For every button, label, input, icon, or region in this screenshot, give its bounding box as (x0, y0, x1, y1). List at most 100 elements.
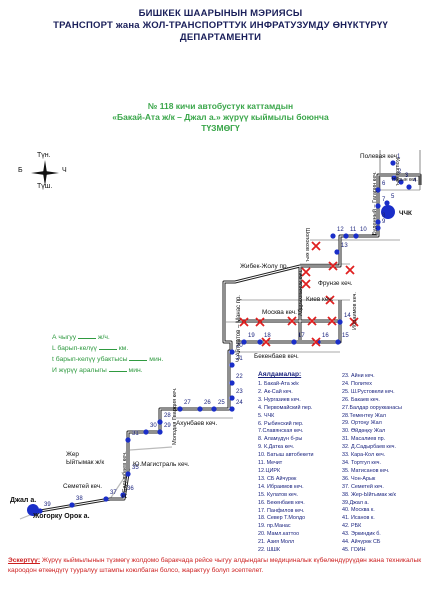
legend-item: 44. Айчүрөк СБ (342, 539, 381, 546)
stop-number: 19 (248, 333, 255, 339)
road-shopokov: Шопоков кеч. (304, 228, 310, 263)
stop-marker (125, 437, 131, 443)
stop-marker (337, 319, 343, 325)
legend-item: 28.Тементеу Жал (342, 412, 386, 419)
legend-item: 24. Политех (342, 380, 372, 387)
legend-item: 29. Ортоңу Жал (342, 420, 382, 427)
stop-number: 26 (204, 400, 211, 406)
road-aitmatov: Ч.Айтматов – Манас пр. (236, 295, 242, 362)
stop-number: 6 (382, 181, 386, 187)
closure-cross-icon (311, 241, 321, 251)
legend-item: 39.Джал а. (342, 499, 369, 506)
road-chk: ЧЧК (399, 210, 412, 217)
stop-number: 5 (391, 194, 395, 200)
legend-item: 45. ГОИН (342, 546, 366, 553)
stop-number: 8 (382, 213, 386, 219)
note: Эскертүү: Жүрүү кыймылынын түзмөгү жолдо… (8, 556, 436, 576)
stop-number: 11 (350, 227, 357, 233)
stop-number: 31 (132, 431, 139, 437)
legend-item: 26. Бакаев кеч. (342, 396, 380, 403)
stop-number: 14 (344, 313, 351, 319)
compass-east: Ч (62, 167, 67, 174)
legend-item: 2. Ак-Сай кеч. (258, 388, 293, 395)
stop-marker (229, 349, 235, 355)
note-text: Жүрүү кыймылынын түзмөгү жолдомо баракча… (8, 557, 422, 574)
closure-cross-icon (311, 337, 321, 347)
legend-item: 13. СБ Айчүрөк (258, 475, 297, 482)
closure-cross-icon (301, 279, 311, 289)
road-zhibek: Жибек-Жолу пр. (240, 263, 289, 270)
legend-item: 34. Тортгул кеч. (342, 459, 381, 466)
stop-number: 37 (110, 490, 117, 496)
stop-number: 38 (76, 496, 83, 502)
legend-item: 1. Бакай-Ата ж/к (258, 381, 299, 387)
road-abdrakhmanov: Абдрахманов кеч. (298, 269, 304, 316)
compass-rose-icon (31, 160, 59, 186)
stop-number: 10 (360, 227, 367, 233)
legend-title: Аялдамалар: (258, 371, 302, 378)
title-line-3: ТҮЗМӨГҮ (201, 123, 240, 133)
road-jal: Джал а. (10, 497, 37, 504)
road-ibraimov: Ибраимов кеч. (352, 292, 358, 330)
stop-marker (390, 160, 396, 166)
legend-item: 10. Батыш автобекети (258, 452, 314, 459)
road-budenny: Буденный – Гагарин кеч. (372, 171, 378, 235)
legend-item: 15. Кулатов кеч. (258, 491, 299, 498)
closure-cross-icon (349, 317, 359, 327)
stop-marker (375, 187, 381, 193)
closure-cross-icon (301, 267, 311, 277)
title-line-1: № 118 кичи автобустук каттамдын (147, 101, 294, 111)
stop-marker (353, 233, 359, 239)
stop-marker (406, 184, 412, 190)
header-line-2: ТРАНСПОРТ жана ЖОЛ-ТРАНСПОРТТУК ИНФРАТУЗ… (53, 20, 388, 31)
road-polevaya: Полевая кеч. (360, 153, 399, 160)
stop-marker (257, 339, 263, 345)
legend-item: 22. ШШК (258, 547, 281, 554)
legend-item: 12.ЦИРК (258, 467, 281, 474)
stop-number: 20 (236, 343, 243, 349)
legend-item: 31. Масалиев пр. (342, 436, 386, 443)
road-malistral: Ю.Магистраль кеч. (133, 461, 190, 468)
stop-marker (384, 200, 390, 206)
stop-number: 3 (405, 173, 409, 179)
legend-item: 41. Исанов к. (342, 515, 375, 522)
stop-marker (211, 406, 217, 412)
legend-item: 40. Москва к. (342, 507, 375, 514)
stop-marker (157, 429, 163, 435)
compass-north: Түн. (37, 152, 51, 159)
stop-number: 23 (236, 389, 243, 395)
legend-item: 33. Кара-Кол кеч. (342, 452, 386, 459)
legend-item: 35. Матисанов кеч. (342, 467, 390, 474)
stop-marker (229, 380, 235, 386)
road-naryn: Нарын кеч. (392, 177, 418, 183)
legend-item: 11. Мечит (258, 460, 283, 467)
legend-item: 16. Бекенбаев кеч. (258, 499, 305, 506)
road-sadyrbaev: Д.Садырбаев кеч. (122, 451, 128, 498)
legend-item: 27.Балдар оорукканасы (342, 404, 402, 411)
stop-number: 28 (164, 413, 171, 419)
stop-number: 2 (398, 169, 402, 175)
stop-marker (69, 502, 75, 508)
stop-number: 39 (44, 502, 51, 508)
stop-marker (398, 179, 404, 185)
stop-number: 25 (218, 400, 225, 406)
stop-marker (229, 406, 235, 412)
stop-marker (391, 175, 397, 181)
road-molodaya: Молодая Гвардия кеч. (172, 387, 178, 445)
title-line-2: «Бакай-Ата ж/к – Джал а.» жүрүү кыймылы … (112, 112, 329, 122)
legend-item: 30. Өйдөңку Жал (342, 428, 386, 435)
road-koshoy: Кошой кеч. (394, 158, 400, 187)
stop-marker (335, 339, 341, 345)
legend-item: 4. Первомайский пер. (258, 404, 313, 411)
stop-marker (291, 339, 297, 345)
legend-item: 25. Ш.Рустовели кеч. (342, 388, 395, 395)
compass-west: Б (18, 167, 23, 174)
legend-item: 23. Айни кеч. (342, 373, 375, 379)
closure-cross-icon (239, 317, 249, 327)
closure-cross-icon (345, 265, 355, 275)
legend-item: 18. Север Т.Молдо (258, 515, 306, 522)
stop-marker (375, 203, 381, 209)
info-row-2: L барып-келүү км. (52, 345, 129, 352)
